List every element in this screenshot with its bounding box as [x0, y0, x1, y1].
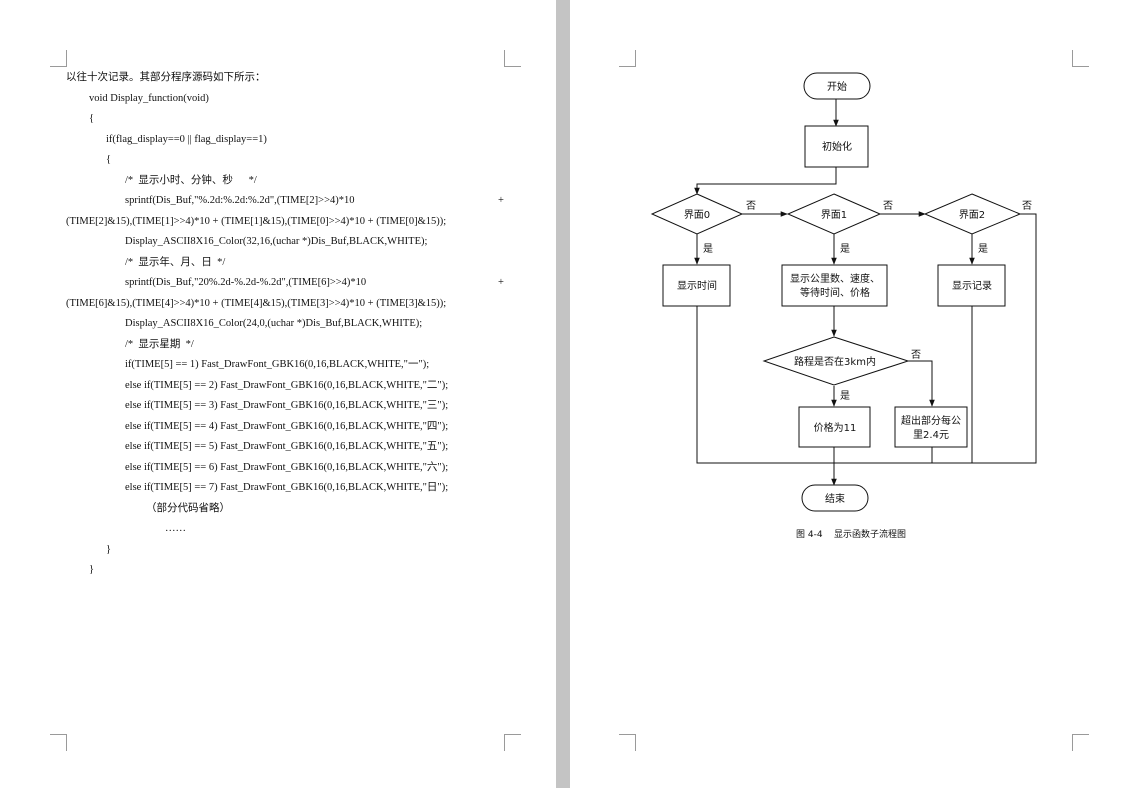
code-comment: /* 显示星期 */: [125, 339, 194, 350]
screen2-no-label: 否: [1022, 200, 1032, 212]
screen2-yes-label: 是: [978, 243, 988, 255]
price-11-label: 价格为11: [814, 421, 857, 434]
continuation-plus: +: [498, 277, 504, 288]
line-screen2-no: [972, 213, 1037, 464]
code-omitted-note: （部分代码省略）: [146, 503, 230, 514]
code-line: else if(TIME[5] == 2) Fast_DrawFont_GBK1…: [125, 380, 449, 391]
code-line: Display_ASCII8X16_Color(24,0,(uchar *)Di…: [125, 318, 423, 329]
code-line: }: [106, 544, 112, 555]
screen2-decision: [923, 193, 1022, 235]
within-3km-no-label: 否: [911, 349, 921, 361]
crop-mark-top-right: [1072, 50, 1089, 67]
show-time-label: 显示时间: [677, 279, 717, 292]
extra-charge-label-1: 超出部分每公: [901, 414, 961, 427]
figure-caption: 图 4-4 显示函数子流程图: [796, 530, 907, 540]
code-line: else if(TIME[5] == 7) Fast_DrawFont_GBK1…: [125, 482, 449, 493]
code-line: (TIME[2]&15),(TIME[1]>>4)*10 + (TIME[1]&…: [66, 216, 447, 227]
extra-charge-process: [894, 406, 968, 448]
code-comment: /* 显示小时、分钟、秒 */: [125, 175, 257, 186]
continuation-plus: +: [498, 195, 504, 206]
extra-charge-label-2: 里2.4元: [913, 429, 949, 441]
code-line: (TIME[6]&15),(TIME[4]>>4)*10 + (TIME[4]&…: [66, 298, 447, 309]
code-line: else if(TIME[5] == 3) Fast_DrawFont_GBK1…: [125, 400, 449, 411]
screen0-decision: [650, 193, 744, 235]
code-line: else if(TIME[5] == 6) Fast_DrawFont_GBK1…: [125, 462, 449, 473]
show-distance-label-1: 显示公里数、速度、: [790, 272, 880, 285]
init-process: [804, 125, 869, 168]
screen0-yes-label: 是: [703, 243, 713, 255]
within-3km-label: 路程是否在3km内: [794, 355, 876, 368]
screen1-no-label: 否: [883, 200, 893, 212]
code-line: if(flag_display==0 || flag_display==1): [106, 134, 267, 145]
show-records-label: 显示记录: [952, 280, 992, 292]
crop-mark-bottom-right: [504, 734, 521, 751]
crop-mark-top-left: [619, 50, 636, 67]
price-11-process: [798, 406, 871, 448]
crop-mark-bottom-left: [619, 734, 636, 751]
arrow-3km-no: [908, 360, 935, 407]
code-line: else if(TIME[5] == 4) Fast_DrawFont_GBK1…: [125, 421, 449, 432]
show-records-process: [937, 264, 1006, 307]
start-terminal: [803, 72, 871, 100]
screen0-label: 界面0: [684, 209, 710, 221]
show-distance-process: [781, 264, 888, 307]
intro-text: 以往十次记录。其部分程序源码如下所示：: [66, 72, 266, 83]
screen1-decision: [786, 193, 882, 235]
screen0-no-label: 否: [746, 200, 756, 212]
init-label: 初始化: [822, 140, 852, 153]
code-line: sprintf(Dis_Buf,"20%.2d-%.2d-%.2d",(TIME…: [125, 277, 367, 288]
screen2-label: 界面2: [959, 209, 985, 221]
line-records-merge: [834, 306, 973, 464]
end-label: 结束: [825, 492, 845, 505]
code-line: if(TIME[5] == 1) Fast_DrawFont_GBK16(0,1…: [125, 359, 430, 370]
code-line: void Display_function(void): [89, 93, 209, 104]
code-line: }: [89, 564, 95, 575]
code-ellipsis: ……: [165, 523, 186, 534]
code-comment: /* 显示年、月、日 */: [125, 257, 226, 268]
crop-mark-bottom-right: [1072, 734, 1089, 751]
code-line: {: [106, 154, 112, 165]
code-line: Display_ASCII8X16_Color(32,16,(uchar *)D…: [125, 236, 428, 247]
start-label: 开始: [827, 80, 847, 93]
code-line: else if(TIME[5] == 5) Fast_DrawFont_GBK1…: [125, 441, 449, 452]
crop-mark-top-left: [50, 50, 67, 67]
code-line: {: [89, 113, 95, 124]
within-3km-decision: [762, 336, 910, 386]
show-time-process: [662, 264, 731, 307]
document-page-right: 开始 初始化 界面0 界面1 界面2 否 否 否 是 是 是 显示时间 显示公里…: [570, 0, 1123, 788]
end-terminal: [801, 484, 869, 512]
document-page-left: 以往十次记录。其部分程序源码如下所示： void Display_functio…: [0, 0, 556, 788]
crop-mark-top-right: [504, 50, 521, 67]
screen1-label: 界面1: [821, 209, 847, 221]
arrow-init-screen0: [694, 167, 837, 195]
show-distance-label-2: 等待时间、价格: [800, 286, 870, 299]
code-line: sprintf(Dis_Buf,"%.2d:%.2d:%.2d",(TIME[2…: [125, 195, 355, 206]
line-show-time-merge: [696, 306, 834, 464]
screen1-yes-label: 是: [840, 243, 850, 255]
crop-mark-bottom-left: [50, 734, 67, 751]
within-3km-yes-label: 是: [840, 390, 850, 402]
line-extra-merge: [834, 447, 933, 464]
